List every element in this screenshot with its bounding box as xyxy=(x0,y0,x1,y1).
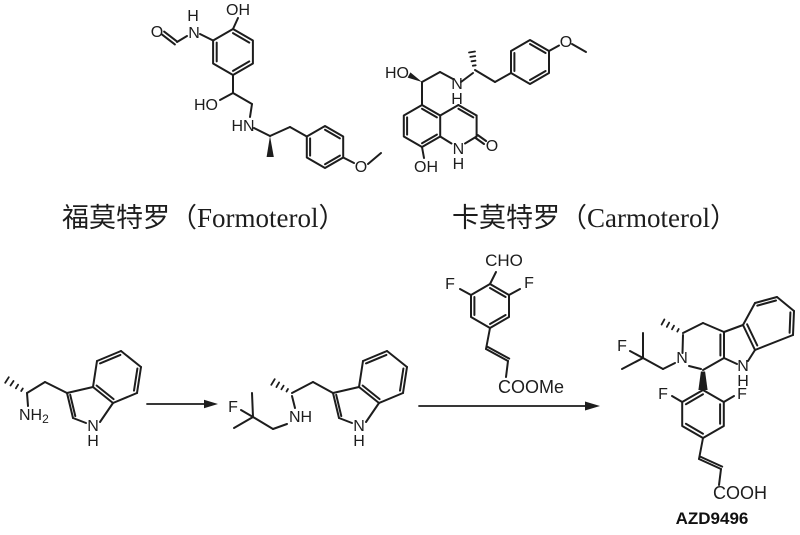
phenol-oh-label: OH xyxy=(414,159,438,176)
indole-h-label: H xyxy=(353,433,365,450)
formamide-group xyxy=(160,17,239,46)
acid-cooh-label: COOH xyxy=(713,483,767,503)
phenol-oh-label: OH xyxy=(226,2,250,19)
formyl-o-label: O xyxy=(151,24,163,41)
hashed-wedge-methyl xyxy=(270,378,289,393)
amide-n-label: N xyxy=(188,25,200,42)
aryl-bold-wedge xyxy=(698,371,708,390)
amine-nh-label: NH xyxy=(289,409,312,426)
indole-h-label: H xyxy=(737,373,749,390)
indole-n-label: N xyxy=(737,358,749,375)
formoterol-structure: OH H N O HO HN O xyxy=(151,2,382,176)
indole-rings xyxy=(723,296,795,365)
hashed-wedge-methyl xyxy=(660,318,680,333)
indole-rings xyxy=(66,350,142,424)
fluorine-alkyl-label: F xyxy=(617,338,627,355)
fluoroalkyl-chain xyxy=(233,392,296,430)
aldehyde-cho-label: CHO xyxy=(485,251,523,270)
amine-h-label: H xyxy=(451,91,463,108)
indole-h-label: H xyxy=(87,433,99,450)
difluoro-benzaldehyde-ring xyxy=(459,271,521,329)
reaction-arrow-2 xyxy=(418,401,600,411)
amine-hn-label: HN xyxy=(231,118,254,135)
fluorine-label: F xyxy=(228,399,238,416)
difluorophenyl-ring xyxy=(671,389,735,439)
ring-n-label: N xyxy=(676,350,688,367)
amine-nh2-label: NH2 xyxy=(19,407,49,426)
methoxyphenyl-ring xyxy=(510,39,587,85)
fluorine-right-label: F xyxy=(737,386,747,403)
hashed-wedge-methyl xyxy=(468,50,477,67)
lactam-n-label: N xyxy=(453,141,465,158)
methyl-bold-wedge xyxy=(266,136,274,157)
amine-n-label: N xyxy=(451,76,463,93)
indole-n-label: N xyxy=(87,418,99,435)
indole-rings xyxy=(332,350,408,424)
amide-h-label: H xyxy=(187,8,199,25)
acrylate-reagent-structure: CHO F F COOMe xyxy=(445,251,564,397)
reaction-arrow-1 xyxy=(146,399,218,409)
acrylic-acid-chain xyxy=(698,437,724,486)
methoxy-o-label: O xyxy=(560,34,572,51)
carbonyl-o-label: O xyxy=(486,138,498,155)
indole-amine-structure: NH2 N H xyxy=(4,350,142,450)
azd9496-structure: F N xyxy=(617,296,795,503)
acrylate-vinyl-chain xyxy=(485,327,511,378)
arrowhead xyxy=(585,401,600,411)
indole-n-label: N xyxy=(353,418,365,435)
chain-to-indole xyxy=(291,381,334,394)
amino-alcohol-chain xyxy=(219,74,308,157)
benzylic-ho-label: HO xyxy=(385,65,409,82)
arrowhead xyxy=(204,399,218,409)
tetrahydropyridine-ring xyxy=(681,322,725,371)
quinolinone-rings xyxy=(402,81,488,159)
fluoro-amine-structure: F NH N H xyxy=(228,350,408,450)
azd9496-label: AZD9496 xyxy=(675,509,749,528)
phenol-ring xyxy=(212,28,254,76)
lactam-h-label: H xyxy=(453,156,465,173)
benzylic-ho-label: HO xyxy=(194,97,218,114)
fluorine-right-label: F xyxy=(524,275,534,292)
amino-chain xyxy=(407,50,512,83)
methoxyphenyl-ring xyxy=(305,125,382,169)
fluorine-left-label: F xyxy=(445,276,455,293)
fluorine-left-label: F xyxy=(658,386,668,403)
carmoterol-caption: 卡莫特罗（Carmoterol） xyxy=(452,203,737,233)
hashed-wedge-methyl xyxy=(4,376,24,392)
ho-bold-wedge xyxy=(407,72,422,82)
formoterol-caption: 福莫特罗（Formoterol） xyxy=(62,203,346,233)
carmoterol-structure: HO N H O N H O xyxy=(385,34,587,176)
methoxy-o-label: O xyxy=(355,159,367,176)
amine-chain xyxy=(26,381,68,407)
fluoroalkyl-chain xyxy=(621,332,676,370)
ester-coome-label: COOMe xyxy=(498,377,564,397)
